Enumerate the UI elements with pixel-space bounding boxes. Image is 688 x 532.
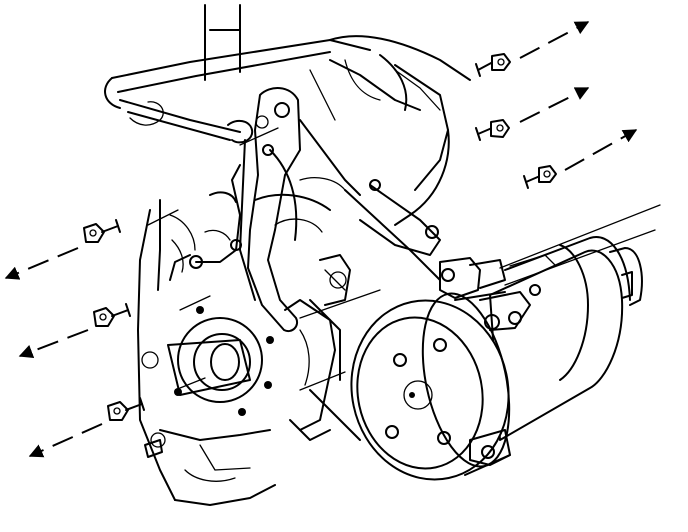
mounting-bolt-1: [475, 53, 511, 77]
mounting-bolt-2: [475, 119, 510, 141]
removal-arrow-1: [519, 21, 590, 59]
removal-arrow-5: [18, 329, 89, 359]
mounting-bolt-6: [107, 397, 145, 421]
compressor-bracket: [169, 59, 450, 332]
removal-arrow-3: [564, 129, 638, 171]
mounting-bolt-5: [93, 303, 131, 327]
removal-arrow-6: [28, 423, 103, 458]
mounting-bolt-3: [523, 165, 557, 189]
a-c-compressor: [350, 236, 643, 481]
removal-arrow-2: [519, 87, 590, 123]
removal-arrow-4: [4, 247, 79, 280]
engine-block: [104, 4, 471, 506]
axis-lines: [147, 127, 661, 391]
mounting-bolt-4: [83, 219, 121, 243]
